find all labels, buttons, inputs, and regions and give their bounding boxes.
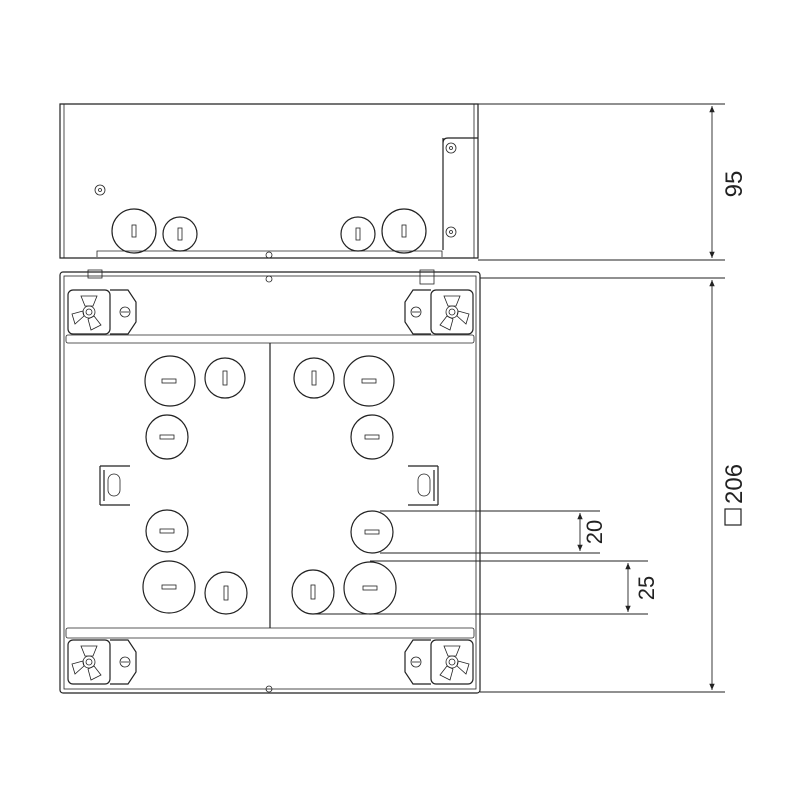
dimension-spacing-20-label: 20 — [582, 520, 607, 544]
side-view-base-flange — [96, 250, 443, 257]
plan-view-outline — [59, 271, 481, 694]
dimension-size: 206 — [480, 277, 748, 693]
top-rail — [65, 334, 475, 344]
center-notch — [265, 275, 273, 283]
dimension-spacing-25-label: 25 — [634, 576, 659, 600]
knockout-large — [381, 208, 427, 254]
side-knockouts — [111, 208, 427, 254]
knockout-small — [162, 216, 198, 252]
fastener-bottom-right — [404, 639, 474, 685]
bracket-right — [408, 465, 439, 506]
fastener-bottom-left — [67, 639, 137, 685]
bottom-rail — [65, 627, 475, 639]
dimension-spacing-20: 20 — [380, 510, 607, 554]
knockout-medium — [350, 414, 394, 460]
knockout-large — [343, 561, 397, 615]
bracket-left — [99, 465, 130, 506]
knockout-large — [144, 355, 196, 407]
fastener-top-left — [67, 289, 137, 335]
knockout-large — [343, 355, 395, 407]
side-view-outline — [59, 103, 479, 259]
dimension-spacing-25: 25 — [315, 560, 659, 615]
screw-hole — [94, 184, 106, 196]
fastener-top-right — [404, 289, 474, 335]
square-symbol-icon — [724, 508, 742, 526]
screw-hole — [445, 142, 457, 154]
mounting-bracket — [442, 137, 478, 250]
knockout-small — [293, 357, 335, 399]
center-notch — [265, 685, 273, 693]
dimension-height: 95 — [478, 103, 748, 261]
knockout-large — [111, 208, 157, 254]
knockout-medium — [145, 509, 189, 553]
plan-view — [59, 269, 481, 694]
knockout-small — [204, 571, 248, 615]
side-view — [59, 103, 479, 259]
knockout-small — [204, 357, 246, 399]
knockout-small — [291, 569, 335, 615]
dimension-height-label: 95 — [721, 171, 748, 198]
knockout-medium — [350, 510, 394, 554]
screw-hole — [445, 226, 457, 238]
knockout-small — [340, 216, 376, 252]
dimension-size-label: 206 — [721, 464, 748, 504]
knockout-large — [142, 560, 196, 614]
center-notch — [265, 251, 273, 259]
plan-knockouts — [142, 355, 397, 615]
knockout-medium — [145, 414, 189, 460]
